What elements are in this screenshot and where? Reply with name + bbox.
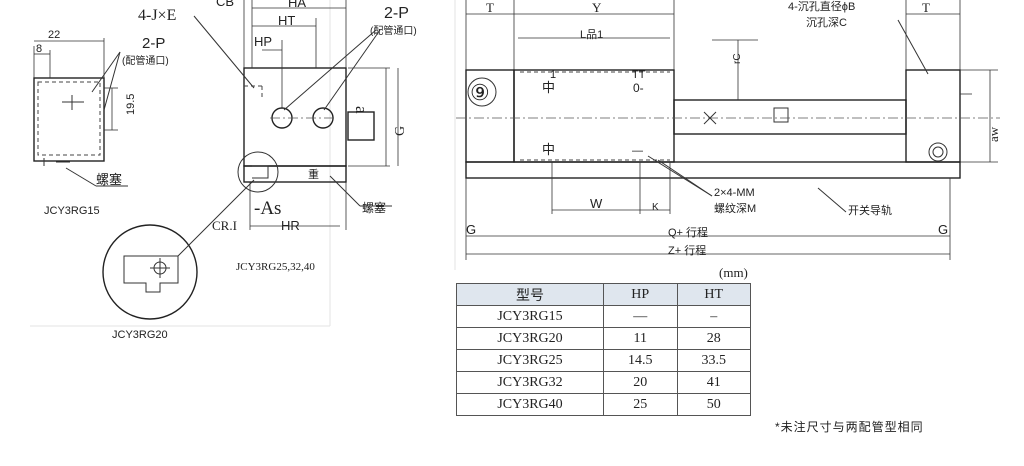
cell-hp: 20 [603, 371, 678, 394]
mount-hole-inner [932, 146, 944, 158]
end-view: G a CB HA HT HP 4-J×E 2-P (配管通口) -As CR.… [138, 0, 417, 273]
counterbore-label: 4-沉孔直径ϕB [788, 0, 855, 13]
left-model-caption: JCY3RG15 [44, 205, 100, 217]
mark-tt: TT [632, 69, 646, 81]
end-view-clamp [347, 111, 375, 141]
header-hp: HP [603, 283, 678, 306]
thread-holes-label: 2×4-MM [714, 187, 755, 199]
cylinder-body [513, 69, 675, 163]
detail-circle [102, 224, 198, 320]
thread-depth-label: 螺纹深M [714, 201, 756, 215]
end-weight-mark: 重 [308, 167, 319, 181]
q-stroke-label: Q+ 行程 [668, 226, 708, 239]
w-label: W [590, 196, 603, 211]
cell-hp: 11 [603, 327, 678, 350]
end-cr-label: CR.I [212, 218, 237, 233]
header-ht: HT [676, 283, 751, 306]
end-hp-label: HP [254, 34, 272, 49]
cell-ht: 28 [676, 327, 751, 350]
end-model-caption: JCY3RG25,32,40 [236, 261, 315, 273]
end-port-sub: (配管通口) [370, 24, 417, 37]
end-thread-label: 4-J×E [138, 7, 176, 24]
end-g-label: G [393, 126, 408, 136]
left-view-body [33, 77, 105, 162]
t-left-label: T [486, 0, 494, 15]
table-row: JCY3RG20 11 28 [456, 327, 751, 350]
detail-view: JCY3RG20 [102, 179, 255, 341]
left-view-inner [37, 81, 101, 156]
left-port-label: 2-P [142, 35, 165, 52]
counterbore-depth: 沉孔深C [806, 16, 847, 29]
mark-dash: — [632, 145, 643, 157]
left-plug-label: 螺塞 [96, 172, 122, 187]
rail-label: 开关导轨 [848, 203, 892, 217]
mark-0: 0- [633, 81, 644, 95]
mark-zhong-bottom: 中 [542, 142, 555, 157]
end-hr-label: HR [281, 218, 300, 233]
cell-hp: — [603, 305, 678, 328]
y-label: Y [592, 0, 602, 15]
cell-model: JCY3RG40 [456, 393, 604, 416]
end-a-label: a [352, 106, 371, 114]
end-view-body [243, 67, 347, 167]
header-model: 型号 [456, 283, 604, 306]
dim-8: 8 [36, 43, 42, 55]
mark-zhong-top: 中 [542, 80, 555, 95]
cell-ht: 33.5 [676, 349, 751, 372]
table-row: JCY3RG32 20 41 [456, 371, 751, 394]
table-row: JCY3RG25 14.5 33.5 [456, 349, 751, 372]
end-port-label: 2-P [384, 5, 409, 22]
cell-ht: 50 [676, 393, 751, 416]
circled-nine: ⑨ [470, 80, 490, 105]
detail-slot [123, 255, 179, 293]
spec-table: 型号 HP HT JCY3RG15 — – JCY3RG20 11 28 JCY… [456, 283, 751, 416]
cell-ht: – [676, 305, 751, 328]
end-plug-label: 螺塞 [362, 200, 386, 215]
table-unit: (mm) [719, 265, 748, 280]
g-left-label: G [466, 222, 476, 237]
left-view: 8 22 19.5 2-P (配管通口) 螺塞 JCY3RG15 [33, 29, 169, 217]
cell-model: JCY3RG20 [456, 327, 604, 350]
dim-19-5: 19.5 [125, 94, 137, 115]
table-row: JCY3RG15 — – [456, 305, 751, 328]
end-ht-label: HT [278, 13, 295, 28]
table-header-row: 型号 HP HT [456, 283, 751, 306]
t-right-label: T [922, 0, 930, 15]
dim-22: 22 [48, 29, 60, 41]
z-stroke-label: Z+ 行程 [668, 244, 706, 257]
right-end-block [905, 69, 961, 163]
left-port-sub: (配管通口) [122, 54, 169, 67]
piston-rod [673, 99, 907, 135]
cell-model: JCY3RG32 [456, 371, 604, 394]
cell-model: JCY3RG15 [456, 305, 604, 328]
l-label: L品1 [580, 28, 603, 41]
tc-label: rC [732, 53, 743, 64]
detail-model-caption: JCY3RG20 [112, 329, 168, 341]
end-as-label: -As [254, 198, 281, 219]
cell-hp: 25 [603, 393, 678, 416]
rod-marker [773, 107, 789, 123]
footnote: *未注尺寸与两配管型相同 [775, 420, 924, 434]
end-detail-circle [237, 151, 279, 193]
cell-hp: 14.5 [603, 349, 678, 372]
end-view-base [243, 165, 347, 183]
side-view: ⑨ 1 TT 中 0- 中 — T Y L品1 4-沉孔直径ϕB 沉孔深C T … [456, 0, 1001, 260]
aw-label: aw [986, 126, 1001, 142]
end-ha-label: HA [288, 0, 306, 10]
base-rail [465, 161, 961, 179]
mark-1: 1 [550, 69, 556, 81]
circled-nine-ring [467, 77, 497, 107]
g-right-label: G [938, 222, 948, 237]
cell-ht: 41 [676, 371, 751, 394]
cell-model: JCY3RG25 [456, 349, 604, 372]
mount-hole-outer [928, 142, 948, 162]
k-label: K [652, 202, 659, 213]
end-cb-label: CB [216, 0, 234, 9]
table-row: JCY3RG40 25 50 [456, 393, 751, 416]
